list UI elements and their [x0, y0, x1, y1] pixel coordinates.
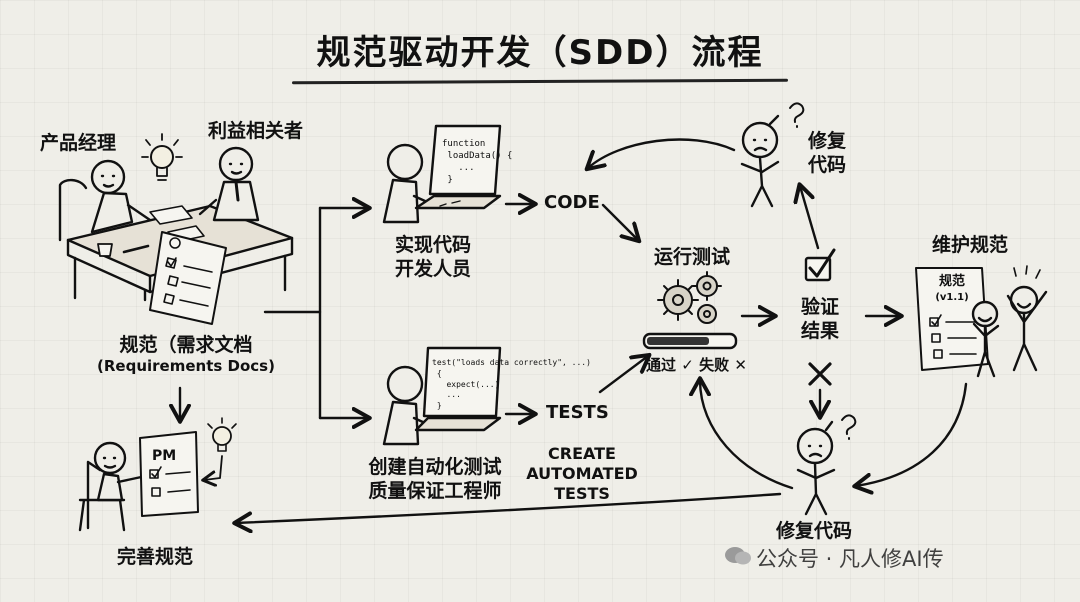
run-tests-label: 运行测试 [654, 246, 731, 268]
pass-label: 通过 [646, 356, 677, 374]
pm-doc-label: PM [152, 448, 177, 464]
refine-spec-scene [78, 417, 237, 532]
cross-icon: ✕ [734, 356, 747, 374]
spec-label-en: (Requirements Docs) [97, 357, 275, 375]
fail-x-icon [808, 362, 832, 386]
spec-doc-version: (v1.1) [935, 292, 969, 303]
meeting-table-scene [58, 133, 294, 325]
spec-label: 规范（需求文档 [119, 334, 253, 356]
spec-doc-title: 规范 [938, 274, 965, 289]
verify-label-2: 结果 [800, 320, 839, 342]
laptop-code-snippet: function loadData() { ... } [442, 139, 513, 186]
stakeholders-label: 利益相关者 [208, 120, 304, 142]
qa-label-1: 创建自动化测试 [368, 456, 502, 478]
dev-label-1: 实现代码 [394, 234, 471, 256]
watermark: 公众号 · 凡人修AI传 [756, 547, 944, 571]
qa-engineer-scene [382, 346, 502, 446]
wechat-logo-icon [725, 547, 751, 565]
maintain-spec-scene [915, 265, 1048, 378]
maintain-spec-label: 维护规范 [932, 234, 1009, 256]
pm-label: 产品经理 [40, 132, 117, 154]
verify-label-1: 验证 [800, 296, 839, 318]
code-label: CODE [544, 192, 600, 213]
gears-icon [657, 271, 722, 324]
tests-label: TESTS [546, 402, 609, 423]
page-title: 规范驱动开发（SDD）流程 [316, 33, 764, 73]
fix-bottom-label: 修复代码 [776, 520, 853, 542]
check-icon: ✓ [681, 356, 694, 374]
qa-label-2: 质量保证工程师 [368, 480, 502, 502]
fix-top-label-1: 修复 [808, 130, 847, 152]
confused-person-bottom [796, 414, 857, 516]
confused-person-top [740, 102, 805, 208]
fix-top-label-2: 代码 [808, 154, 847, 176]
test-code-snippet: test("loads data correctly", ...) { expe… [432, 358, 591, 411]
pass-fail-label: 通过 ✓ 失败 ✕ [646, 356, 747, 375]
create-tests-label: CREATE AUTOMATED TESTS [526, 444, 638, 503]
developer-scene [382, 124, 502, 224]
fail-label: 失败 [699, 356, 730, 374]
dev-label-2: 开发人员 [394, 258, 471, 280]
refine-spec-label: 完善规范 [116, 546, 193, 568]
